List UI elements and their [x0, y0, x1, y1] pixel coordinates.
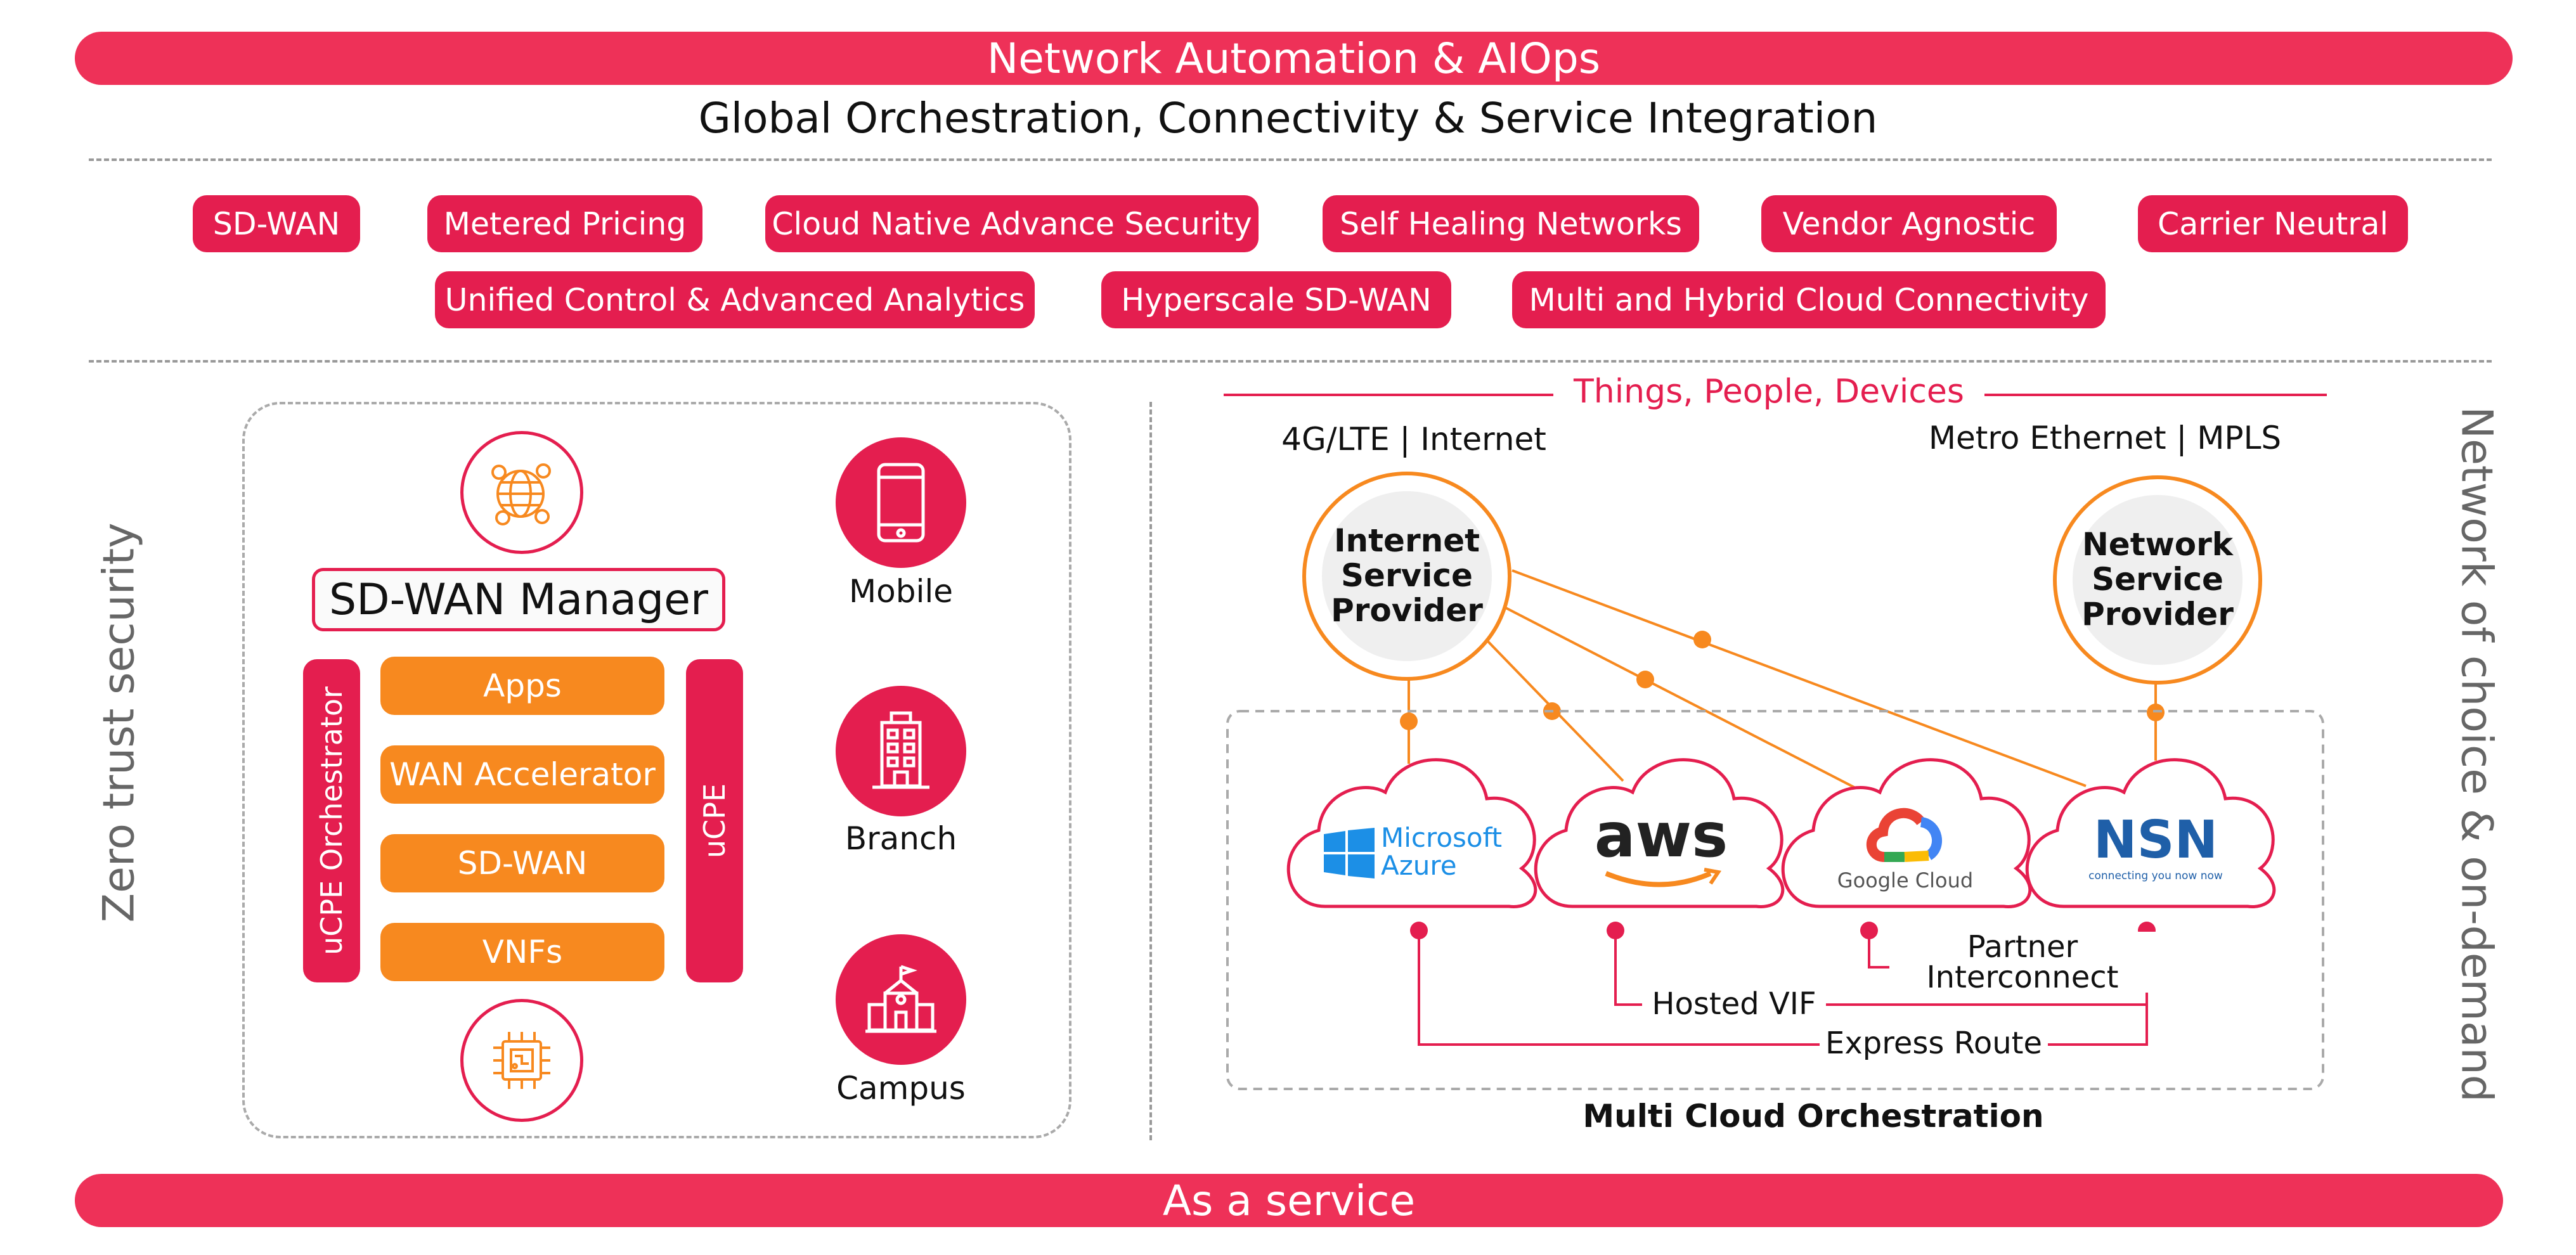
feature-tag: Unified Control & Advanced Analytics [435, 271, 1035, 328]
isp-label: Internet Service Provider [1322, 491, 1492, 661]
isp-node: Internet Service Provider [1302, 472, 1511, 681]
azure-line2: Azure [1381, 850, 1457, 882]
aws-smile-icon [1605, 868, 1722, 887]
access-right-label: Metro Ethernet | MPLS [1928, 420, 2282, 456]
ucpe-bar: uCPE [686, 659, 743, 982]
azure-line1: Microsoft [1381, 822, 1503, 853]
site-label-branch: Branch [845, 820, 957, 857]
nsp-node: Network Service Provider [2053, 475, 2262, 685]
header-line-right [1984, 394, 2327, 396]
stack-vnfs: VNFs [380, 923, 664, 981]
campus-icon [836, 934, 966, 1065]
feature-tag: SD-WAN [193, 195, 360, 252]
top-banner: Network Automation & AIOps [75, 32, 2513, 85]
azure-logo-text: Microsoft Azure [1381, 822, 1508, 882]
cloud-shape-nsn [2025, 758, 2276, 908]
partner-line2: Interconnect [1926, 960, 2119, 995]
google-cloud-label: Google Cloud [1837, 868, 1974, 892]
feature-tag: Carrier Neutral [2138, 195, 2408, 252]
things-header: Things, People, Devices [1573, 373, 1965, 411]
aws-logo: aws [1594, 800, 1728, 871]
windows-icon [1324, 828, 1375, 878]
nsn-logo: NSN [2093, 810, 2218, 870]
cloud-shape-google [1781, 758, 2032, 908]
feature-tag: Multi and Hybrid Cloud Connectivity [1512, 271, 2106, 328]
cloud-shape-aws [1534, 758, 1785, 908]
divider-top [89, 158, 2492, 161]
feature-tag: Vendor Agnostic [1761, 195, 2057, 252]
google-cloud-icon [1866, 808, 1943, 862]
partner-line1: Partner [1967, 929, 2078, 965]
nsn-tagline: connecting you now now [2088, 870, 2223, 882]
partner-interconnect-label: Partner Interconnect [1889, 932, 2156, 993]
hosted-vif-label: Hosted VIF [1642, 986, 1826, 1022]
feature-tag: Metered Pricing [427, 195, 702, 252]
access-left-label: 4G/LTE | Internet [1281, 421, 1546, 458]
site-label-campus: Campus [836, 1070, 966, 1107]
building-icon [836, 686, 966, 816]
stack-apps: Apps [380, 657, 664, 715]
feature-tag: Hyperscale SD-WAN [1101, 271, 1451, 328]
feature-tag: Self Healing Networks [1323, 195, 1699, 252]
divider-middle [89, 360, 2492, 363]
bottom-banner: As a service [75, 1174, 2503, 1227]
subtitle: Global Orchestration, Connectivity & Ser… [698, 94, 1878, 143]
ucpe-orchestrator-bar: uCPE Orchestrator [303, 659, 360, 982]
nsp-label: Network Service Provider [2073, 495, 2243, 665]
bottom-banner-text: As a service [1162, 1176, 1416, 1225]
mobile-icon [836, 437, 966, 568]
feature-tag: Cloud Native Advance Security [765, 195, 1259, 252]
divider-vertical [1149, 402, 1152, 1140]
stack-sdwan: SD-WAN [380, 834, 664, 892]
header-line-left [1224, 394, 1553, 396]
sdwan-manager-title: SD-WAN Manager [312, 568, 725, 631]
stack-wan-accelerator: WAN Accelerator [380, 745, 664, 804]
sdwan-panel [242, 402, 1071, 1138]
top-banner-text: Network Automation & AIOps [987, 34, 1601, 83]
chip-icon [460, 999, 583, 1122]
site-label-mobile: Mobile [848, 573, 953, 610]
express-route-label: Express Route [1820, 1026, 2048, 1061]
globe-people-icon [460, 431, 583, 554]
multi-cloud-label: Multi Cloud Orchestration [1582, 1098, 2044, 1135]
